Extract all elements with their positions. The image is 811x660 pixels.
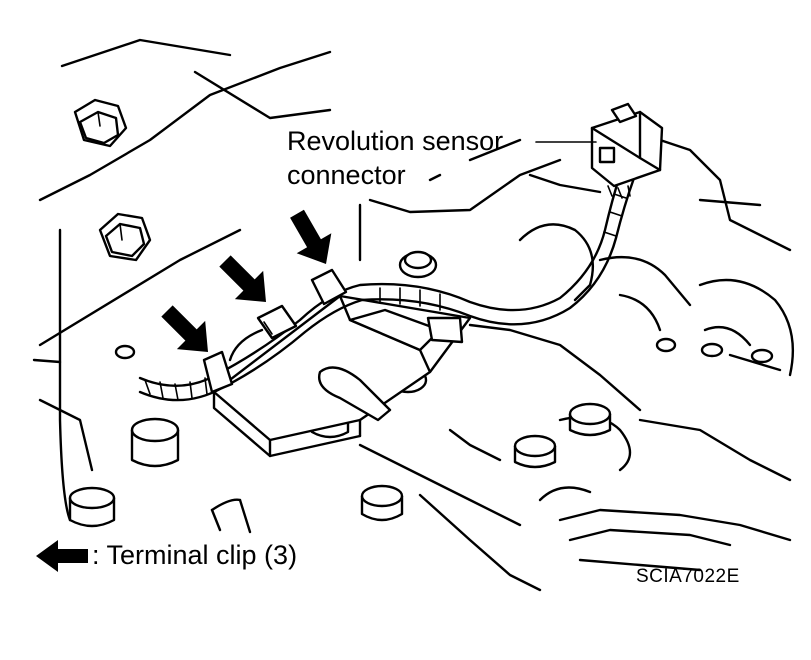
terminal-clip-3 [310,268,348,306]
terminal-clip-2 [256,304,298,340]
arrow-clip-3 [290,209,332,264]
terminal-clip-1 [202,350,234,394]
stud-far-right [568,402,612,437]
callout-line-2: connector [287,160,406,190]
stud-right [513,434,557,469]
bolt-left [98,212,152,262]
arrow-clip-1 [161,305,208,352]
harness-bracket [212,294,472,458]
black-left-arrow-icon [36,540,88,572]
case-holes [114,337,774,364]
stud-lower-left [68,486,116,528]
transmission-case [32,38,795,592]
callout-line-1: Revolution sensor [287,126,504,156]
figure-code: SCIA7022E [636,566,740,587]
legend-text: : Terminal clip (3) [92,540,298,570]
arrow-clip-2 [219,255,266,302]
stud-left [130,417,180,468]
bolt-center [398,250,438,279]
revolution-sensor-connector-label: Revolution sensor connector [287,124,503,192]
revolution-sensor-connector [590,102,664,199]
stud-lower-center [360,484,404,522]
bolt-top-left [73,98,128,148]
